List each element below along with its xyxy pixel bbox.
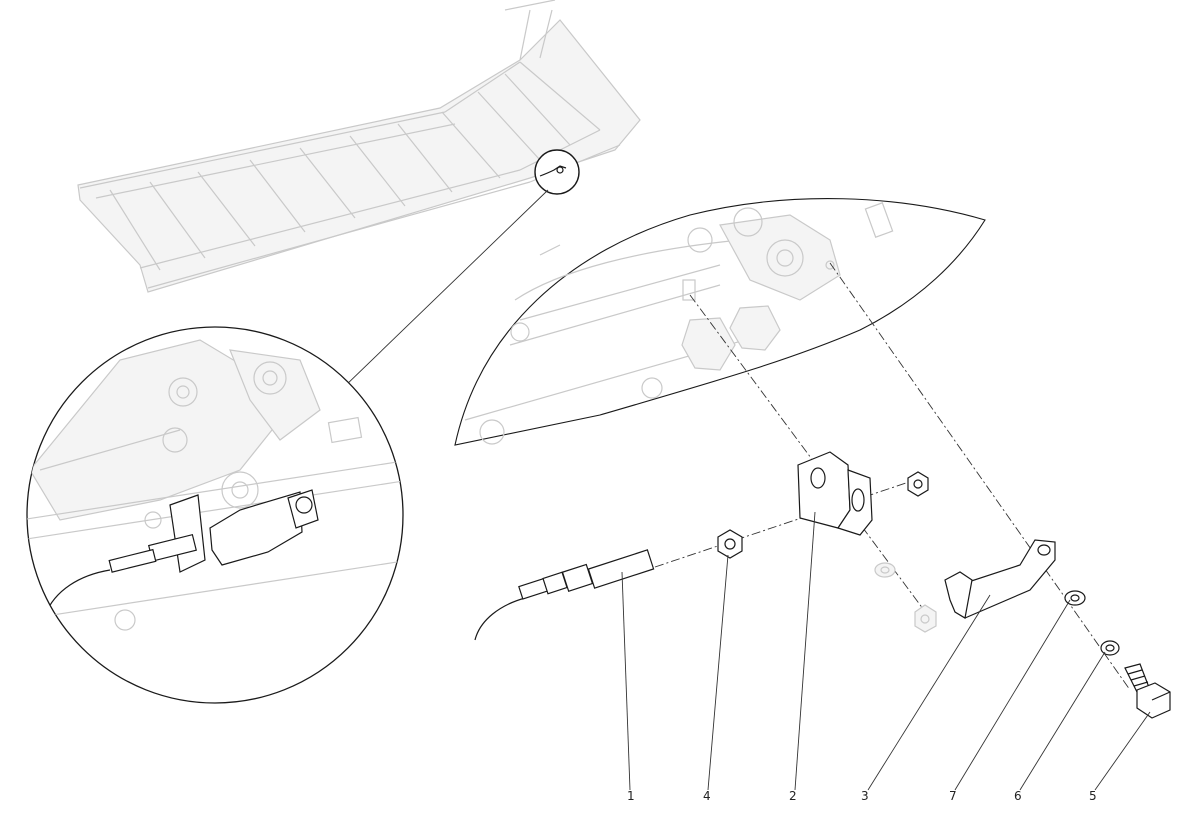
exploded-view-background [454,198,986,446]
callout-numbers: 1 4 2 3 7 6 5 [627,789,1097,803]
callout-5: 5 [1089,789,1097,803]
part-4-hex-nut [717,529,743,559]
part-1-proximity-sensor [474,549,655,641]
bracket-nut [907,471,929,497]
detail-callout-circle [534,149,580,195]
part-3-target-plate [944,539,1056,619]
part-6-lock-washer [1100,640,1120,656]
ghost-hardware [874,562,937,633]
callout-1: 1 [627,789,635,803]
callout-leaders [621,511,1151,791]
part-7-washer [1064,590,1086,606]
conveyor-overview [77,0,641,293]
callout-3: 3 [861,789,869,803]
callout-6: 6 [1014,789,1022,803]
detail-leader-line [342,189,549,389]
conveyor-cross-slats [109,73,571,271]
callout-4: 4 [703,789,711,803]
part-2-mounting-bracket [797,451,873,536]
callout-7: 7 [949,789,957,803]
part-5-hex-bolt [1124,663,1171,719]
detail-magnified-view [26,326,404,704]
callout-2: 2 [789,789,797,803]
